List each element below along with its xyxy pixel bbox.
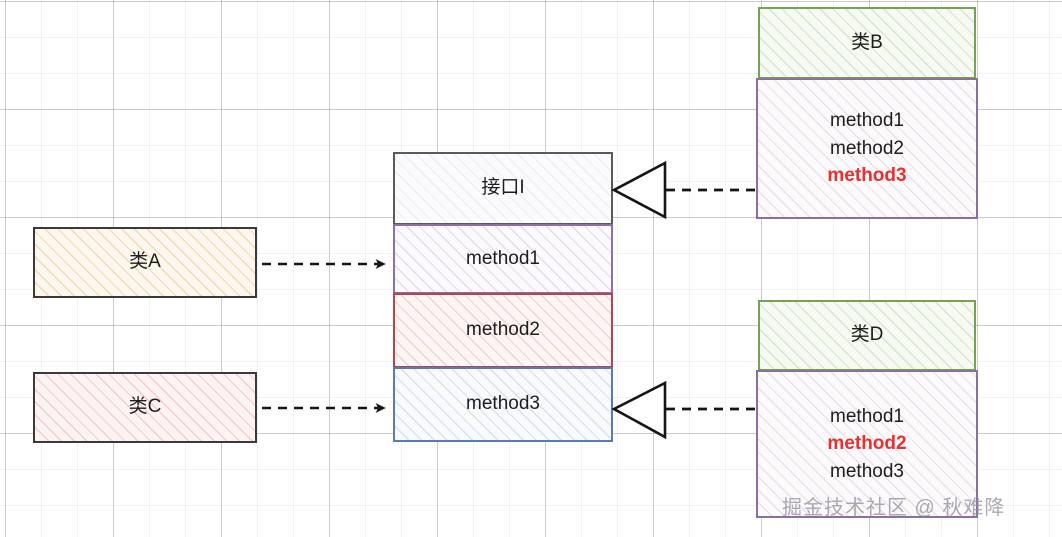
class-a-label: 类A	[129, 251, 161, 273]
interface-method-2-label: method2	[466, 319, 540, 341]
class-b-method-1: method1	[830, 110, 904, 132]
class-d-method-1: method1	[830, 405, 904, 427]
interface-header[interactable]: 接口I	[393, 152, 613, 225]
class-box-a[interactable]: 类A	[33, 227, 257, 298]
watermark: 掘金技术社区 @ 秋难降	[782, 497, 1006, 519]
interface-name-label: 接口I	[481, 177, 525, 199]
class-b-body[interactable]: method1 method2 method3	[756, 78, 978, 219]
class-d-body[interactable]: method1 method2 method3	[756, 370, 978, 518]
class-b-header[interactable]: 类B	[758, 7, 976, 79]
class-d-label: 类D	[850, 324, 884, 346]
connector-d-realization	[611, 380, 756, 440]
class-box-c[interactable]: 类C	[33, 372, 257, 443]
class-d-header[interactable]: 类D	[758, 300, 976, 371]
class-b-method-3: method3	[827, 165, 907, 187]
connector-b-realization	[611, 160, 756, 220]
class-c-label: 类C	[128, 396, 162, 418]
class-d-method-3: method3	[830, 460, 904, 482]
interface-method-3[interactable]: method3	[393, 367, 613, 442]
class-b-label: 类B	[851, 31, 883, 53]
interface-method-2[interactable]: method2	[393, 293, 613, 368]
class-b-method-list: method1 method2 method3	[827, 107, 906, 190]
interface-method-1[interactable]: method1	[393, 224, 613, 294]
interface-method-1-label: method1	[466, 247, 540, 269]
class-d-method-2: method2	[827, 433, 907, 455]
interface-method-3-label: method3	[466, 393, 540, 415]
class-b-method-2: method2	[830, 137, 904, 159]
class-d-method-list: method1 method2 method3	[827, 403, 906, 486]
